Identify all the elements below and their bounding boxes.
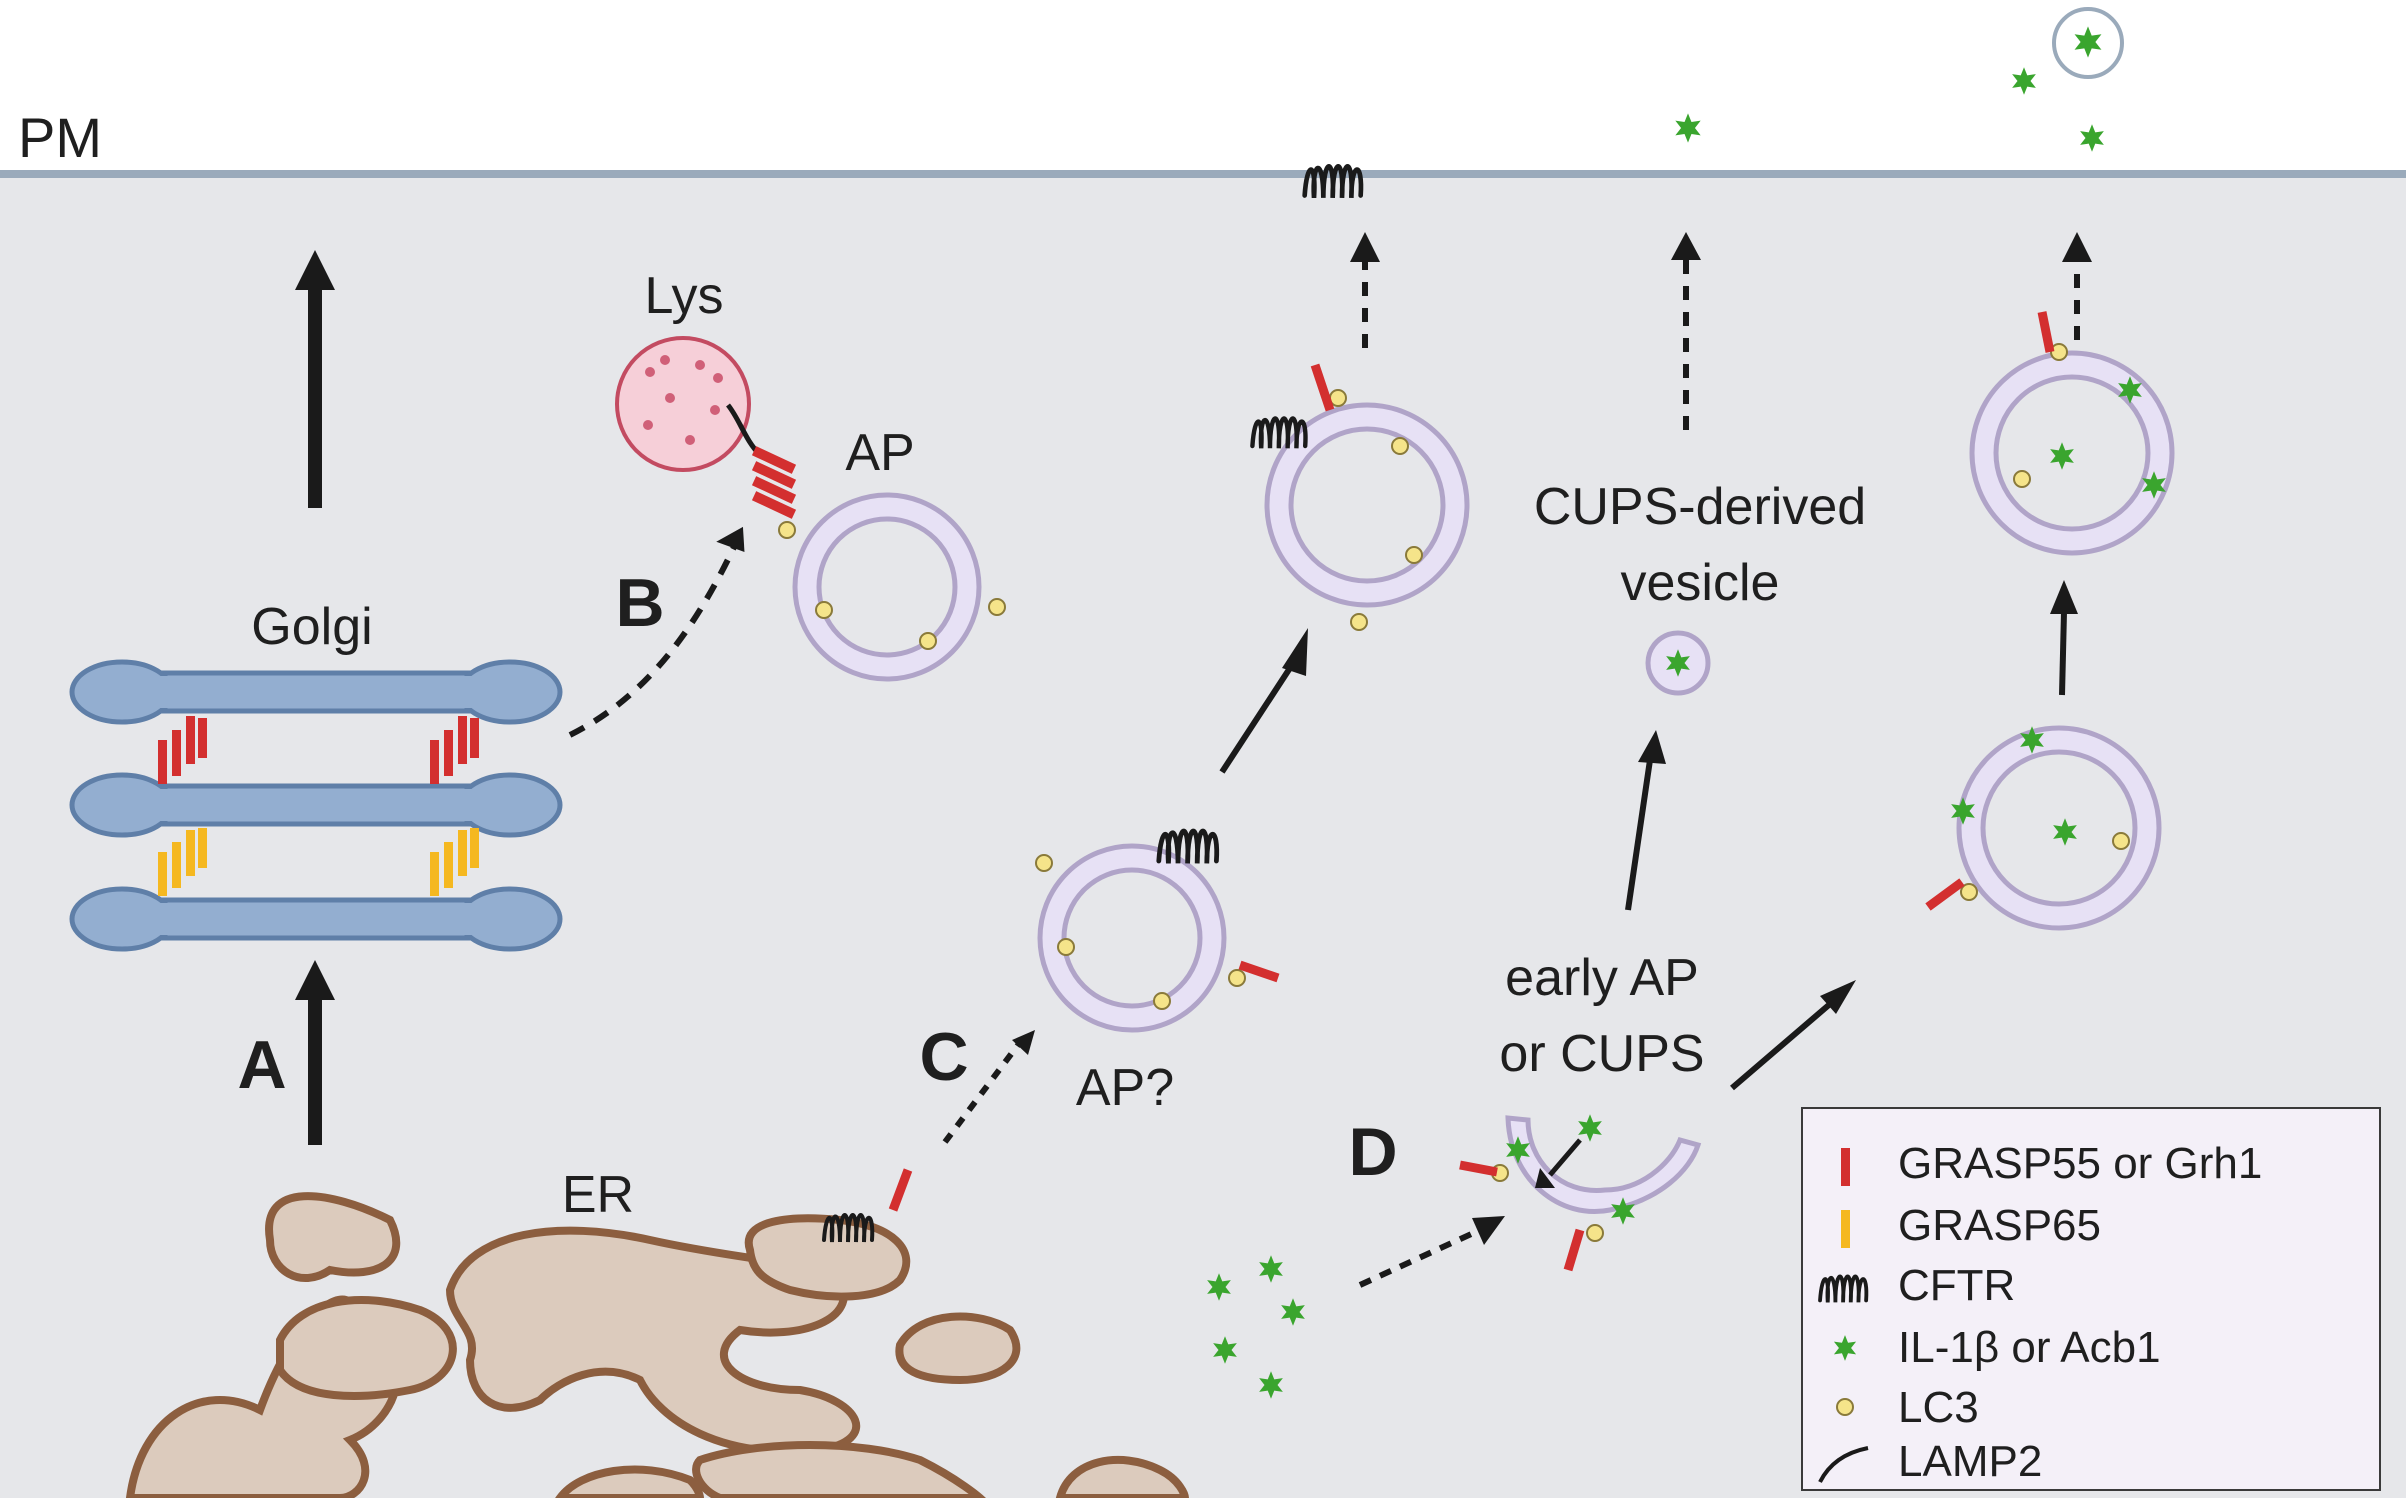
cups-label-line1: CUPS-derived (1534, 478, 1866, 536)
arrow-d-capture-head (1472, 1216, 1505, 1245)
pathway-d-label: D (1348, 1114, 1397, 1190)
pm-label: PM (18, 106, 102, 169)
legend-label: GRASP65 (1898, 1201, 2101, 1250)
pathway-c-arrowhead (1012, 1030, 1035, 1055)
pathway-c-label: C (919, 1019, 968, 1095)
grasp55-tethers (158, 716, 479, 784)
lamp2-curve-icon (1818, 1446, 1869, 1483)
legend-box (1801, 1107, 2381, 1491)
cups-derived-vesicle (1645, 630, 1711, 696)
arrow-c-up (1219, 666, 1293, 774)
pathway-b-arrow (568, 543, 738, 738)
yellow-dot-icon (1836, 1398, 1854, 1416)
extracellular-space (0, 0, 2406, 172)
legend-label: CFTR (1898, 1261, 2015, 1310)
ap-label: AP (845, 424, 914, 482)
lys-label: Lys (645, 267, 724, 325)
legend-item: IL-1β or Acb1 (1833, 1323, 2161, 1372)
legend-label: IL-1β or Acb1 (1898, 1323, 2161, 1372)
pathway-b-arrowhead (716, 526, 745, 552)
golgi-label: Golgi (251, 598, 372, 656)
early-ap-label-line1: early AP (1505, 949, 1699, 1007)
cftr-icon (822, 1213, 875, 1244)
red-bar-icon (1841, 1148, 1850, 1186)
cftr-at-pm-icon (1305, 166, 1361, 198)
arrow-c-up-head (1282, 628, 1308, 676)
lysosome (615, 336, 797, 519)
legend-item: LC3 (1836, 1383, 1979, 1432)
arrow-d-to-cups (1625, 759, 1653, 911)
pathway-a-label: A (237, 1027, 286, 1103)
golgi-stack: Golgi (69, 598, 563, 952)
arrow-d-to-cups-head (1638, 730, 1666, 764)
early-ap-label-line2: or CUPS (1499, 1025, 1704, 1083)
golgi-cisterna (69, 772, 563, 838)
arrow-d-to-ap-head (1820, 980, 1856, 1014)
autophagosome-d-upper (1969, 311, 2175, 556)
legend-item: GRASP65 (1841, 1201, 2101, 1250)
legend-item: CFTR (1818, 1261, 2015, 1310)
legend-label: LAMP2 (1898, 1437, 2042, 1486)
legend-item: GRASP55 or Grh1 (1841, 1139, 2262, 1188)
pathway-c-arrow (942, 1043, 1021, 1144)
ap-question-label: AP? (1076, 1059, 1174, 1117)
legend-item: LAMP2 (1818, 1437, 2042, 1486)
grasp55-on-er (888, 1168, 913, 1212)
autophagosome-c (1035, 831, 1280, 1033)
arrow-d-up (2059, 611, 2067, 696)
legend-label: GRASP55 or Grh1 (1898, 1139, 2262, 1188)
grasp65-tethers (158, 828, 479, 896)
arrow-d-up-head (2050, 580, 2078, 614)
secreted-vesicle (2052, 7, 2124, 79)
golgi-cisterna (69, 659, 563, 725)
autophagosome-c-upper (1252, 363, 1470, 631)
endoplasmic-reticulum (125, 1192, 1190, 1498)
arrow-d-to-pm-head (2062, 232, 2092, 262)
autophagosome-b (778, 492, 1006, 682)
cftr-coil-icon (1818, 1274, 1869, 1305)
early-ap-cups (1459, 1114, 1702, 1272)
autophagosome-d-lower (1925, 725, 2162, 931)
er-label: ER (562, 1166, 634, 1224)
pathway-b-label: B (615, 565, 664, 641)
golgi-cisterna (69, 886, 563, 952)
cups-label-line2: vesicle (1621, 554, 1780, 612)
arrow-cups-to-pm-head (1671, 232, 1701, 260)
arrow-d-to-ap (1730, 1001, 1832, 1091)
pathway-a-arrows (295, 250, 335, 1145)
legend: GRASP55 or Grh1 GRASP65 CFTR IL-1β or Ac… (1801, 1107, 2381, 1491)
legend-label: LC3 (1898, 1383, 1979, 1432)
arrow-c-to-pm-head (1350, 232, 1380, 262)
arrow-d-capture (1358, 1227, 1482, 1288)
yellow-bar-icon (1841, 1210, 1850, 1248)
